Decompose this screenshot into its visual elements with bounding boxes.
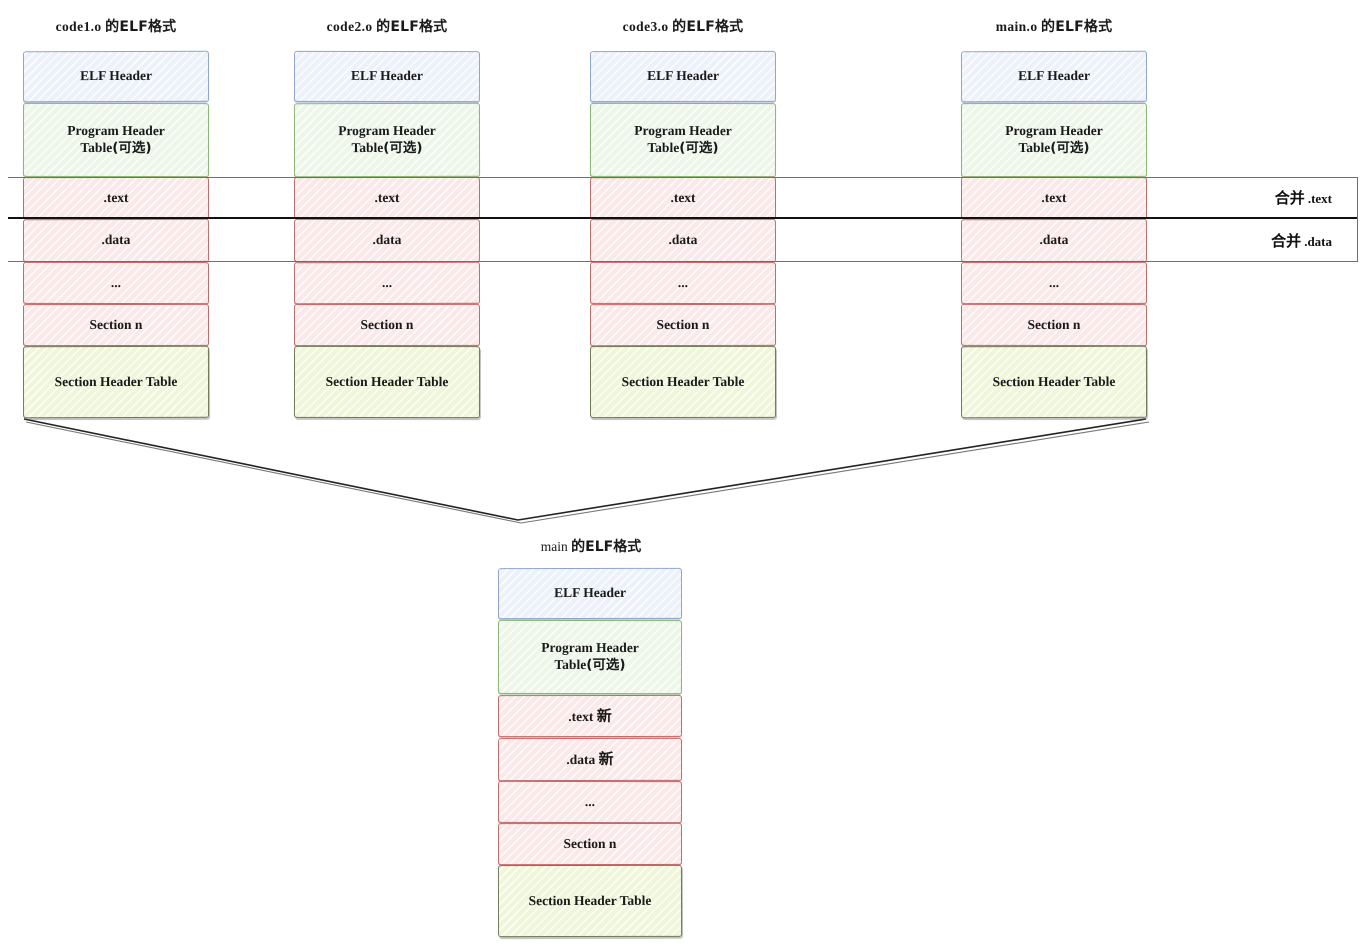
main-o-row-section-header-table: Section Header Table — [960, 345, 1148, 419]
column-title-prefix: code3.o — [622, 19, 669, 34]
merge-text-label: 合并.text — [1274, 189, 1332, 207]
main-o-program-header-table-label: Program Header Table(可选) — [1005, 123, 1103, 157]
main-row-elf-header: ELF Header — [497, 567, 683, 620]
code1-row-section-header-table: Section Header Table — [22, 345, 210, 419]
main-section-header-table-label: Section Header Table — [528, 892, 652, 908]
column-title-suffix: 的ELF格式 — [672, 19, 744, 35]
output-title-main: main 的ELF格式 — [498, 536, 684, 556]
code2-row-ellipsis: ... — [293, 261, 481, 305]
code1-elf-header-label: ELF Header — [80, 67, 152, 84]
main-o-section-n-label: Section n — [1027, 316, 1081, 332]
code1-section-header-table-label: Section Header Table — [54, 373, 178, 389]
main-o-row-elf-header: ELF Header — [960, 50, 1148, 103]
merge-band-text: 合并.text — [8, 177, 1358, 219]
code2-row-program-header-table: Program Header Table(可选) — [293, 102, 481, 178]
main-row-text-new: .text 新 — [497, 694, 683, 738]
column-title-code3: code3.o 的ELF格式 — [590, 16, 776, 36]
code1-ellipsis-label: ... — [110, 274, 122, 290]
main-row-data-new: .data 新 — [497, 737, 683, 782]
main-elf-header-label: ELF Header — [554, 584, 626, 601]
code3-row-elf-header: ELF Header — [589, 50, 777, 103]
code3-elf-header-label: ELF Header — [647, 68, 719, 84]
code3-row-program-header-table: Program Header Table(可选) — [589, 102, 777, 178]
code2-row-section-header-table: Section Header Table — [293, 345, 481, 419]
code3-row-section-n: Section n — [589, 303, 777, 347]
code2-row-elf-header: ELF Header — [293, 50, 481, 103]
code2-row-section-n: Section n — [293, 303, 481, 347]
code3-section-n-label: Section n — [656, 316, 710, 332]
code1-section-n-label: Section n — [89, 316, 143, 332]
main-row-program-header-table: Program Header Table(可选) — [497, 619, 683, 695]
column-title-prefix: code1.o — [55, 19, 102, 34]
output-title-suffix: 的ELF格式 — [571, 539, 642, 555]
main-ellipsis-label: ... — [584, 793, 596, 809]
main-o-section-header-table-label: Section Header Table — [992, 373, 1116, 389]
code1-row-section-n: Section n — [22, 303, 210, 347]
code1-row-program-header-table: Program Header Table(可选) — [22, 102, 210, 178]
main-row-ellipsis: ... — [497, 780, 683, 824]
code3-row-section-header-table: Section Header Table — [589, 345, 777, 419]
main-o-elf-header-label: ELF Header — [1018, 67, 1090, 84]
code2-ellipsis-label: ... — [381, 274, 393, 290]
main-data-new-label: .data 新 — [566, 750, 614, 769]
code3-section-header-table-label: Section Header Table — [621, 373, 745, 389]
main-row-section-n: Section n — [497, 822, 683, 866]
column-title-code2: code2.o 的ELF格式 — [294, 16, 480, 36]
code2-program-header-table-label: Program Header Table(可选) — [338, 123, 436, 157]
column-title-prefix: main.o — [995, 19, 1038, 34]
main-o-row-ellipsis: ... — [960, 261, 1148, 305]
code2-section-header-table-label: Section Header Table — [325, 373, 449, 389]
column-title-suffix: 的ELF格式 — [1041, 19, 1113, 35]
main-section-n-label: Section n — [563, 835, 617, 851]
main-row-section-header-table: Section Header Table — [497, 864, 683, 938]
column-title-code1: code1.o 的ELF格式 — [23, 16, 209, 36]
code2-section-n-label: Section n — [360, 316, 414, 332]
column-title-suffix: 的ELF格式 — [105, 19, 177, 35]
code2-elf-header-label: ELF Header — [351, 67, 423, 84]
column-title-suffix: 的ELF格式 — [376, 19, 448, 35]
code3-row-ellipsis: ... — [589, 261, 777, 305]
merge-data-label: 合并.data — [1271, 231, 1332, 250]
merge-band-data: 合并.data — [8, 219, 1358, 262]
code3-program-header-table-label: Program Header Table(可选) — [634, 123, 732, 157]
code3-ellipsis-label: ... — [677, 274, 689, 290]
column-title-main-o: main.o 的ELF格式 — [961, 16, 1147, 36]
main-o-row-program-header-table: Program Header Table(可选) — [960, 102, 1148, 178]
merge-band-right-edge — [1357, 177, 1358, 262]
main-program-header-table-label: Program Header Table(可选) — [541, 640, 639, 674]
main-text-new-label: .text 新 — [568, 706, 612, 725]
column-title-prefix: code2.o — [326, 19, 373, 34]
output-title-prefix: main — [540, 539, 568, 554]
code1-row-ellipsis: ... — [22, 261, 210, 305]
main-o-row-section-n: Section n — [960, 303, 1148, 347]
main-o-ellipsis-label: ... — [1048, 274, 1060, 290]
code1-program-header-table-label: Program Header Table(可选) — [67, 123, 165, 157]
code1-row-elf-header: ELF Header — [22, 50, 210, 103]
